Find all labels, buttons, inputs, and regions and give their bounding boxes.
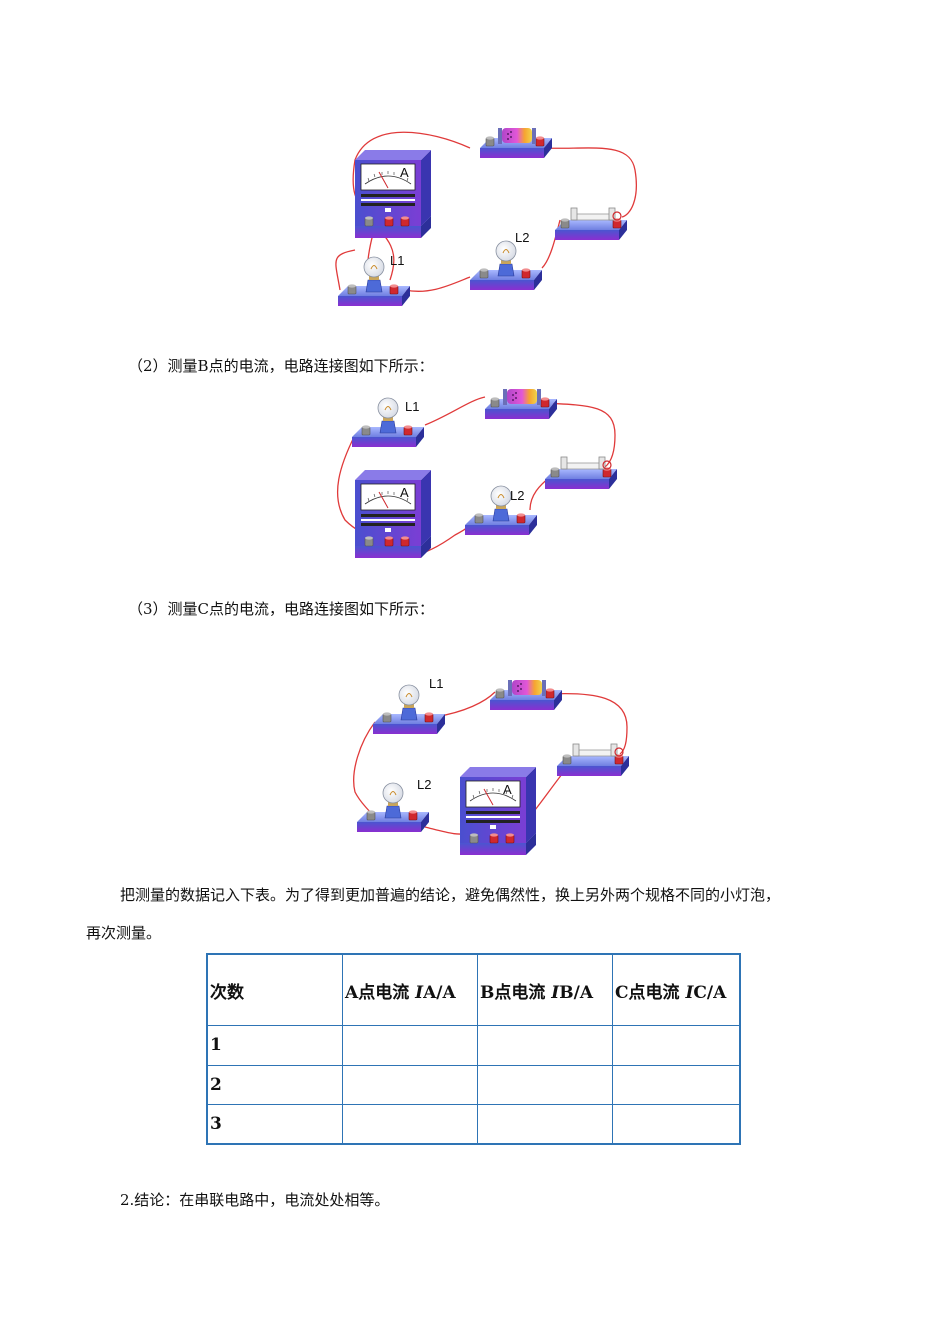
cell-b xyxy=(477,1025,613,1066)
table-row: 3 xyxy=(206,1103,741,1145)
battery xyxy=(490,680,562,710)
switch xyxy=(557,744,629,776)
lamp-l2 xyxy=(470,241,542,290)
measurement-table: 次数 A点电流 IA/A B点电流 IB/A C点电流 IC/A 1 2 3 xyxy=(206,953,741,1145)
lamp-l1-label: L1 xyxy=(405,399,419,414)
row-number: 3 xyxy=(206,1103,343,1145)
step2-text: （2）测量B点的电流，电路连接图如下所示： xyxy=(128,357,434,375)
switch xyxy=(555,208,627,240)
cell-a xyxy=(342,1103,478,1145)
cell-c xyxy=(612,1025,741,1066)
instruction-line-2: 再次测量。 xyxy=(86,924,162,942)
lamp-l2 xyxy=(465,486,537,535)
table-row: 1 xyxy=(206,1025,741,1066)
lamp-l1-label: L1 xyxy=(429,676,443,691)
circuit-diagram-a: A L1 L2 xyxy=(330,120,650,320)
cell-b xyxy=(477,1103,613,1145)
circuit-diagram-b: A L1 L2 xyxy=(330,385,650,565)
lamp-l2-label: L2 xyxy=(417,777,431,792)
header-count: 次数 xyxy=(206,953,343,1027)
battery xyxy=(480,128,552,158)
header-b-current: B点电流 IB/A xyxy=(477,953,613,1027)
cell-a xyxy=(342,1025,478,1066)
cell-a xyxy=(342,1064,478,1105)
row-number: 2 xyxy=(206,1064,343,1105)
table-row: 2 xyxy=(206,1064,741,1105)
cell-c xyxy=(612,1103,741,1145)
switch xyxy=(545,457,617,489)
lamp-l1-label: L1 xyxy=(390,253,404,268)
cell-b xyxy=(477,1064,613,1105)
row-number: 1 xyxy=(206,1025,343,1066)
circuit-diagram-c: A L1 L2 xyxy=(345,672,645,862)
lamp-l2-label: L2 xyxy=(510,488,524,503)
instruction-line-1: 把测量的数据记入下表。为了得到更加普遍的结论，避免偶然性，换上另外两个规格不同的… xyxy=(120,886,781,904)
meter-letter: A xyxy=(400,165,409,180)
ammeter xyxy=(355,150,431,238)
header-c-current: C点电流 IC/A xyxy=(612,953,741,1027)
cell-c xyxy=(612,1064,741,1105)
conclusion-text: 2.结论：在串联电路中，电流处处相等。 xyxy=(120,1191,390,1209)
meter-letter: A xyxy=(400,485,409,500)
lamp-l2-label: L2 xyxy=(515,230,529,245)
ammeter xyxy=(460,767,536,855)
step3-text: （3）测量C点的电流，电路连接图如下所示： xyxy=(128,600,435,618)
meter-letter: A xyxy=(503,782,512,797)
table-header-row: 次数 A点电流 IA/A B点电流 IB/A C点电流 IC/A xyxy=(206,953,741,1027)
header-a-current: A点电流 IA/A xyxy=(342,953,478,1027)
lamp-l1 xyxy=(373,685,445,734)
battery xyxy=(485,389,557,419)
ammeter xyxy=(355,470,431,558)
